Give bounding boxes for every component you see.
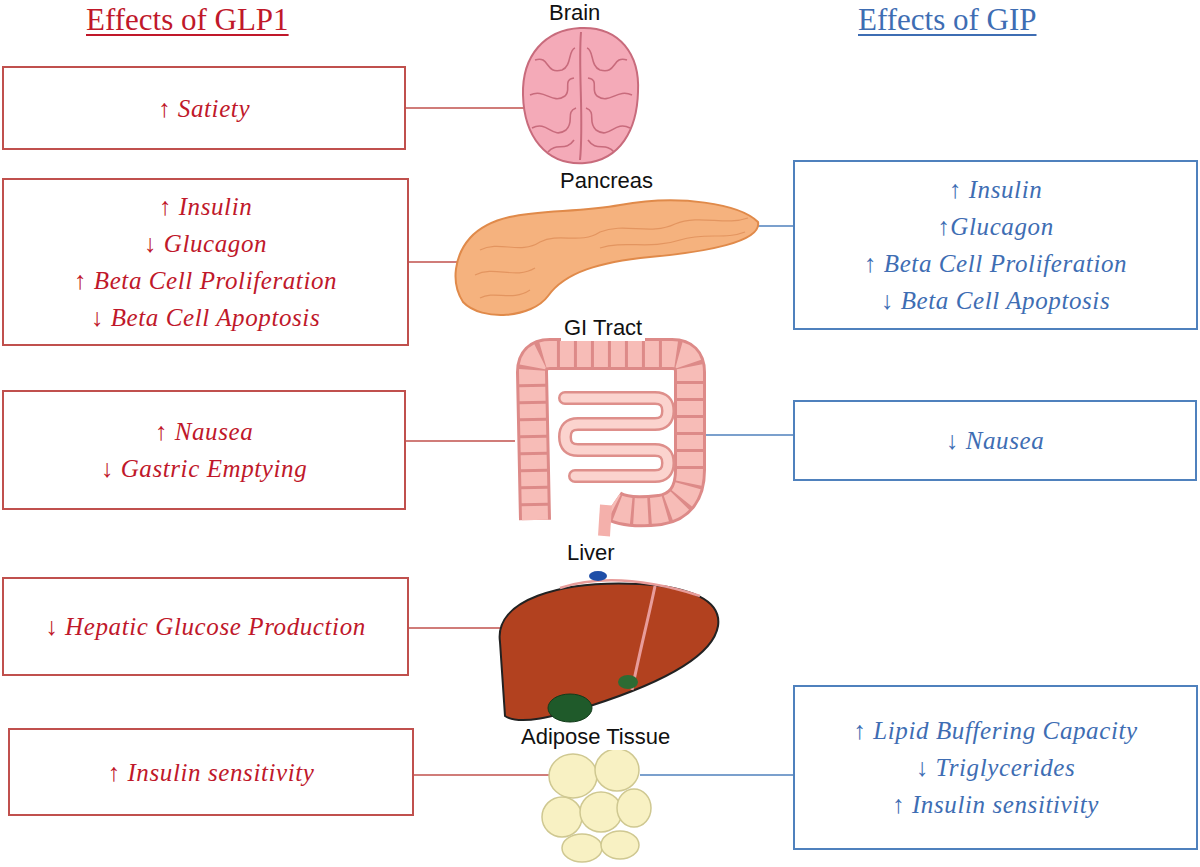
- leader-line: [640, 774, 793, 776]
- fat-cell: [580, 792, 622, 832]
- organ-label: Pancreas: [557, 168, 656, 194]
- effect-text: ↑ Beta Cell Proliferation: [74, 262, 337, 299]
- effect-box: ↑ Insulin↑Glucagon↑ Beta Cell Proliferat…: [793, 160, 1198, 330]
- bile-duct: [618, 675, 638, 689]
- organ-label: GI Tract: [561, 315, 645, 341]
- effect-text: ↑Glucagon: [937, 208, 1054, 245]
- vessel: [589, 571, 607, 581]
- fat-cell: [595, 749, 639, 791]
- column-heading: Effects of GIP: [858, 2, 1037, 38]
- liver-ligament: [632, 586, 655, 690]
- leader-line: [408, 261, 458, 263]
- effect-text: ↓ Glucagon: [144, 225, 267, 262]
- organ-label: Adipose Tissue: [518, 724, 673, 750]
- effect-text: ↑ Nausea: [155, 413, 254, 450]
- effect-text: ↑ Satiety: [158, 90, 250, 127]
- brain-illustration: [523, 28, 638, 163]
- leader-line: [698, 434, 793, 436]
- fat-cell: [549, 754, 597, 798]
- effect-box: ↑ Satiety: [2, 66, 406, 150]
- effect-box: ↑ Nausea↓ Gastric Emptying: [2, 390, 406, 510]
- liver-illustration: [500, 571, 719, 722]
- organ-label: Brain: [546, 0, 603, 26]
- effect-box: ↑ Insulin sensitivity: [8, 728, 414, 816]
- large-intestine-edge: [532, 354, 690, 520]
- organ-label: Liver: [564, 540, 618, 566]
- fat-cell: [542, 797, 582, 837]
- leader-line: [405, 107, 527, 109]
- leader-line: [755, 225, 793, 227]
- small-intestine: [565, 398, 668, 476]
- effect-text: ↑ Beta Cell Proliferation: [864, 245, 1127, 282]
- effect-box: ↓ Nausea: [793, 400, 1197, 481]
- rectum: [604, 505, 606, 536]
- effect-text: ↓ Beta Cell Apoptosis: [91, 299, 321, 336]
- small-intestine-edge: [565, 398, 668, 476]
- effect-text: ↓ Triglycerides: [916, 749, 1076, 786]
- leader-lines: [405, 108, 793, 775]
- brain-gyri: [530, 48, 632, 152]
- pancreas-outline: [456, 200, 759, 315]
- effect-box: ↑ Lipid Buffering Capacity↓ Triglyceride…: [793, 685, 1198, 850]
- gallbladder: [548, 694, 592, 722]
- column-heading: Effects of GLP1: [86, 2, 289, 38]
- large-intestine: [532, 354, 690, 520]
- effect-text: ↑ Insulin: [159, 188, 253, 225]
- effect-text: ↑ Lipid Buffering Capacity: [853, 712, 1137, 749]
- effect-text: ↓ Nausea: [946, 422, 1045, 459]
- leader-line: [413, 774, 550, 776]
- effect-text: ↑ Insulin: [949, 171, 1043, 208]
- effect-text: ↓ Hepatic Glucose Production: [45, 608, 366, 645]
- pancreas-texture: [475, 218, 748, 298]
- liver-outline: [500, 583, 719, 720]
- pancreas-illustration: [456, 200, 759, 315]
- brain-midline: [580, 32, 581, 160]
- brain-outline: [523, 28, 638, 163]
- fat-cell: [601, 831, 639, 859]
- effect-text: ↓ Gastric Emptying: [101, 450, 308, 487]
- effect-text: ↓ Beta Cell Apoptosis: [881, 282, 1111, 319]
- effect-text: ↑ Insulin sensitivity: [892, 786, 1099, 823]
- adipose-illustration: [542, 749, 651, 862]
- leader-line: [405, 440, 515, 442]
- effect-box: ↓ Hepatic Glucose Production: [2, 577, 409, 676]
- leader-line: [408, 627, 505, 629]
- fat-cell: [562, 834, 602, 862]
- gi-tract-illustration: [532, 354, 690, 536]
- effect-box: ↑ Insulin↓ Glucagon↑ Beta Cell Prolifera…: [2, 178, 409, 346]
- liver-ligament: [560, 581, 700, 596]
- effect-text: ↑ Insulin sensitivity: [107, 754, 314, 791]
- fat-cell: [617, 789, 651, 827]
